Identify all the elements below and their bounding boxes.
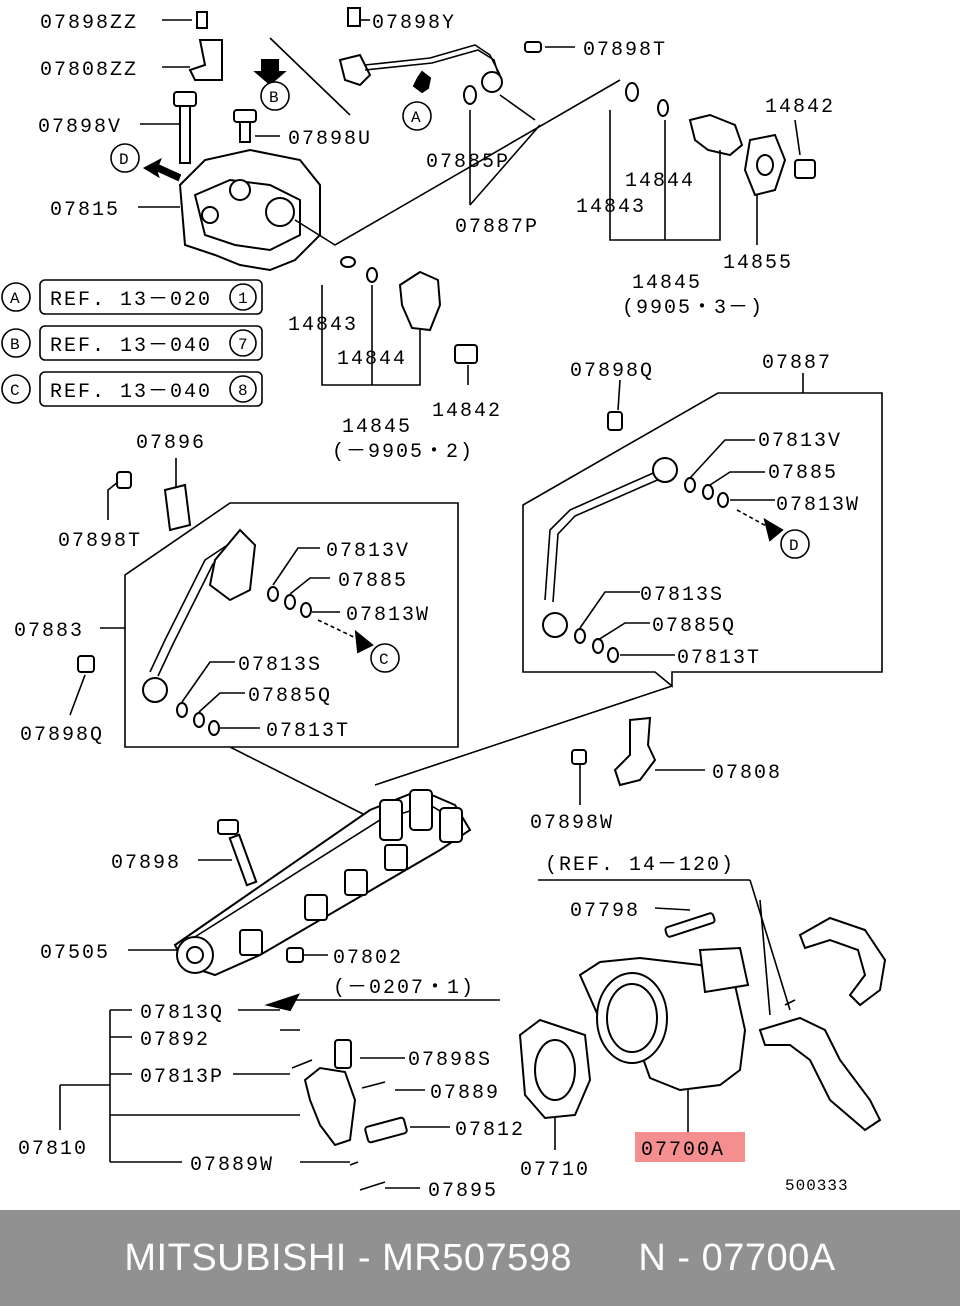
ref-letter-A: A (10, 290, 21, 308)
callout-B-top: B (269, 89, 280, 107)
label-07885Q-right: 07885Q (652, 615, 736, 638)
label-07887: 07887 (762, 352, 832, 375)
label-07813T-right: 07813T (677, 647, 761, 670)
label-14844-top: 14844 (625, 170, 695, 193)
label-14842-top: 14842 (765, 96, 835, 119)
label-07889: 07889 (430, 1082, 500, 1105)
label-07883: 07883 (14, 620, 84, 643)
label-07895: 07895 (428, 1180, 498, 1203)
label-07898S: 07898S (408, 1049, 492, 1072)
label-07898T-left: 07898T (58, 530, 142, 553)
ref-text-A: REF. 13－020 (50, 289, 212, 312)
throttle-body-bracket-assembly (142, 7, 621, 272)
ref-num-B: 7 (238, 336, 249, 354)
throttle-body-07700A (518, 879, 887, 1150)
bracket-07808 (571, 716, 705, 805)
label-07898: 07898 (111, 852, 181, 875)
label-07898T-top: 07898T (583, 39, 667, 62)
label-07505: 07505 (40, 942, 110, 965)
callout-circles (110, 81, 810, 673)
label-07892: 07892 (140, 1029, 210, 1052)
label-07898Y: 07898Y (372, 12, 456, 35)
label-07813S-left: 07813S (238, 654, 322, 677)
label-07898U: 07898U (288, 128, 372, 151)
label-07812: 07812 (455, 1119, 525, 1142)
reference-box-text: A REF. 13－020 1 B REF. 13－040 7 C REF. 1… (10, 289, 249, 404)
label-07813T-left: 07813T (266, 720, 350, 743)
label-07798: 07798 (570, 900, 640, 923)
ref-14-120: (REF. 14－120) (545, 854, 735, 877)
fuel-pipe-box-left (69, 458, 459, 748)
sensor-assembly-top-right (609, 82, 816, 245)
ref-text-B: REF. 13－040 (50, 335, 212, 358)
label-14844-mid: 14844 (337, 348, 407, 371)
callout-letters: B A D D C (119, 89, 800, 669)
ref-text-C: REF. 13－040 (50, 381, 212, 404)
footer-bar: MITSUBISHI - MR507598 N - 07700A (0, 1210, 960, 1306)
label-07808: 07808 (712, 762, 782, 785)
label-07813W-left: 07813W (346, 604, 430, 627)
callout-D-left: D (119, 151, 130, 169)
leader-lines-top (138, 19, 575, 208)
ref-letter-C: C (10, 382, 21, 400)
fuel-rail-assembly (128, 685, 673, 977)
label-07802: 07802 (333, 947, 403, 970)
label-07898Q-left: 07898Q (20, 724, 104, 747)
ref-num-A: 1 (238, 290, 249, 308)
fuel-pipe-box-right (522, 373, 883, 688)
label-14845-mid: 14845 (342, 416, 412, 439)
label-07813W-right: 07813W (776, 494, 860, 517)
callout-C: C (379, 651, 390, 669)
label-14845-top: 14845 (632, 272, 702, 295)
footer-part-number: MITSUBISHI - MR507598 N - 07700A (124, 1236, 836, 1279)
label-07885-left: 07885 (338, 570, 408, 593)
label-07813V-right: 07813V (758, 430, 842, 453)
label-14842-mid: 14842 (432, 400, 502, 423)
label-07810: 07810 (18, 1138, 88, 1161)
ref-letter-B: B (10, 336, 21, 354)
callout-D-right: D (789, 537, 800, 555)
part-labels: 07898ZZ 07808ZZ 07898V 07815 07898Y 0789… (14, 12, 860, 1203)
note-0207-1: (－0207・1) (333, 977, 475, 1000)
label-07700A: 07700A (641, 1139, 725, 1162)
label-07813P: 07813P (140, 1066, 224, 1089)
label-07898Q-right: 07898Q (570, 360, 654, 383)
highlight-07700A (635, 1132, 745, 1162)
ref-num-C: 8 (238, 382, 249, 400)
injector-assembly-07810 (59, 993, 500, 1191)
callout-A-top: A (411, 109, 422, 127)
label-14843-top: 14843 (576, 196, 646, 219)
label-07887P: 07887P (455, 216, 539, 239)
label-07885P: 07885P (426, 151, 510, 174)
label-07898V: 07898V (38, 116, 122, 139)
label-07815: 07815 (50, 199, 120, 222)
exploded-parts-diagram: 07898ZZ 07808ZZ 07898V 07815 07898Y 0789… (1, 7, 887, 1203)
label-14855: 14855 (723, 252, 793, 275)
label-07813S-right: 07813S (640, 584, 724, 607)
label-07889W: 07889W (190, 1154, 274, 1177)
label-07813Q: 07813Q (140, 1002, 224, 1025)
label-07885-right: 07885 (768, 462, 838, 485)
note-9905-2: (－9905・2) (332, 441, 474, 464)
label-14843-mid: 14843 (288, 314, 358, 337)
diagram-code: 500333 (785, 1177, 849, 1195)
note-9905-3: (9905・3－) (622, 297, 764, 320)
label-07710: 07710 (520, 1159, 590, 1182)
label-07898W: 07898W (530, 812, 614, 835)
sensor-assembly-mid (321, 256, 478, 386)
label-07896: 07896 (136, 432, 206, 455)
label-07808ZZ: 07808ZZ (40, 59, 138, 82)
label-07885Q-left: 07885Q (248, 685, 332, 708)
reference-boxes (1, 279, 263, 407)
label-07898ZZ: 07898ZZ (40, 12, 138, 35)
label-07813V-left: 07813V (326, 540, 410, 563)
